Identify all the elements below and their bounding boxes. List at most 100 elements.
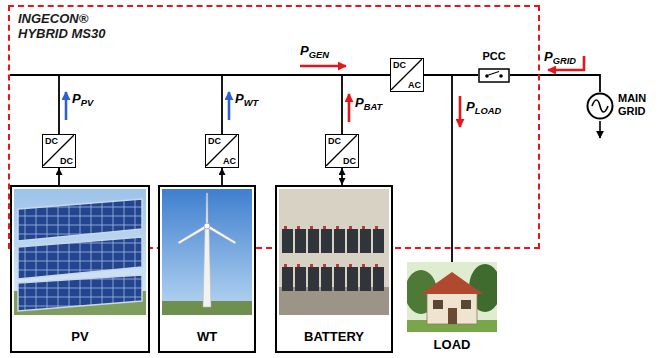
figure-part: [279, 287, 389, 315]
source-box: BATTERY: [275, 185, 393, 353]
figure-part: [391, 59, 422, 90]
figure-part: [334, 229, 345, 253]
system-title: INGECON® HYBRID MS30: [18, 11, 130, 41]
figure-part: [489, 72, 500, 76]
ac-source-symbol: [586, 92, 614, 120]
symbol-subscript: WT: [244, 98, 259, 108]
figure-part: [282, 264, 384, 291]
figure-part: [284, 226, 287, 229]
figure-part: [349, 226, 352, 229]
figure-part: [18, 199, 142, 241]
power-label-holder: PBAT: [355, 96, 382, 110]
power-line: [341, 168, 343, 185]
figure-part: [421, 272, 483, 294]
power-line: [424, 75, 452, 262]
node-label: PV: [71, 329, 88, 344]
figure-part: [178, 225, 208, 244]
figure-part: [282, 229, 293, 253]
figure-part: [295, 229, 306, 253]
dc-bus-line: [10, 74, 60, 76]
load-house: LOAD: [407, 262, 497, 354]
converter-label: AC: [408, 80, 421, 90]
symbol-letter: P: [300, 43, 309, 58]
figure-part: [204, 223, 210, 229]
figure-part: [279, 189, 389, 315]
symbol-letter: P: [466, 99, 475, 114]
power-label: PBAT: [355, 96, 382, 110]
ground-arrow: [599, 121, 601, 138]
converter-box: DCAC: [205, 134, 239, 168]
power-line: [221, 168, 223, 185]
converter-label: DC: [328, 136, 341, 146]
symbol-letter: P: [355, 95, 364, 110]
figure-part: [347, 229, 358, 253]
power-line: [342, 75, 390, 134]
figure-part: [360, 229, 371, 253]
figure-part: [479, 69, 509, 82]
power-label: PLOAD: [466, 100, 501, 114]
figure-part: [499, 74, 503, 78]
wind-turbine-picture: [162, 189, 252, 315]
source-box: PV: [10, 185, 150, 353]
figure-part: [308, 229, 319, 253]
node-label: PCC: [478, 50, 510, 63]
power-label-holder: PLOAD: [466, 100, 501, 114]
converter-label: DC: [393, 60, 406, 70]
symbol-letter: P: [544, 49, 553, 64]
power-label-holder: PPV: [72, 92, 93, 106]
power-line: [222, 75, 390, 134]
power-line: [58, 168, 60, 185]
figure-part: [282, 226, 384, 253]
symbol-subscript: PV: [81, 98, 93, 108]
figure-part: [206, 135, 237, 166]
flow-arrow: [459, 96, 462, 127]
figure-part: [326, 135, 357, 166]
grid-source: MAIN GRID: [586, 92, 656, 122]
figure-part: [362, 226, 365, 229]
figure-part: [323, 226, 326, 229]
converter-box: DCDC: [42, 134, 76, 168]
symbol-letter: P: [235, 91, 244, 106]
node-label: WT: [197, 329, 217, 344]
flow-arrow: [348, 94, 351, 122]
figure-part: [18, 275, 142, 311]
source-box: WT: [158, 185, 256, 353]
figure-part: [336, 226, 339, 229]
power-line: [59, 75, 390, 134]
figure-part: [297, 226, 300, 229]
symbol-letter: P: [72, 91, 81, 106]
figure-part: [310, 226, 313, 229]
symbol-subscript: GEN: [309, 50, 329, 60]
figure-part: [14, 189, 146, 315]
figure-part: [206, 225, 236, 244]
power-label: PWT: [235, 92, 258, 106]
figure-part: [203, 227, 211, 307]
power-label-holder: PWT: [235, 92, 258, 106]
power-label-holder: PGEN: [300, 44, 329, 58]
figure-part: [433, 300, 443, 309]
figure-part: [461, 300, 471, 309]
figure-part: [43, 135, 74, 166]
power-label-holder: PGRID: [544, 50, 576, 64]
figure-part: [448, 308, 457, 324]
figure-part: [485, 74, 489, 78]
figure-part: [373, 229, 384, 253]
figure-part: [18, 237, 142, 279]
node-label: LOAD: [434, 337, 471, 352]
figure-part: [375, 226, 378, 229]
power-line: [510, 75, 600, 92]
converter-label: DC: [60, 156, 73, 166]
flow-arrow: [300, 65, 346, 68]
converter-box: DCAC: [390, 58, 424, 92]
power-label: PGEN: [300, 44, 329, 58]
figure-part: [592, 100, 608, 112]
figure-part: [427, 292, 477, 324]
pcc-breaker: PCC: [478, 50, 510, 83]
node-label: BATTERY: [304, 329, 364, 344]
converter-label: AC: [223, 156, 236, 166]
figure-part: [162, 189, 252, 315]
house-picture: [407, 262, 497, 332]
figure-part: [206, 193, 208, 225]
power-label: PPV: [72, 92, 93, 106]
figure-part: [588, 94, 613, 119]
